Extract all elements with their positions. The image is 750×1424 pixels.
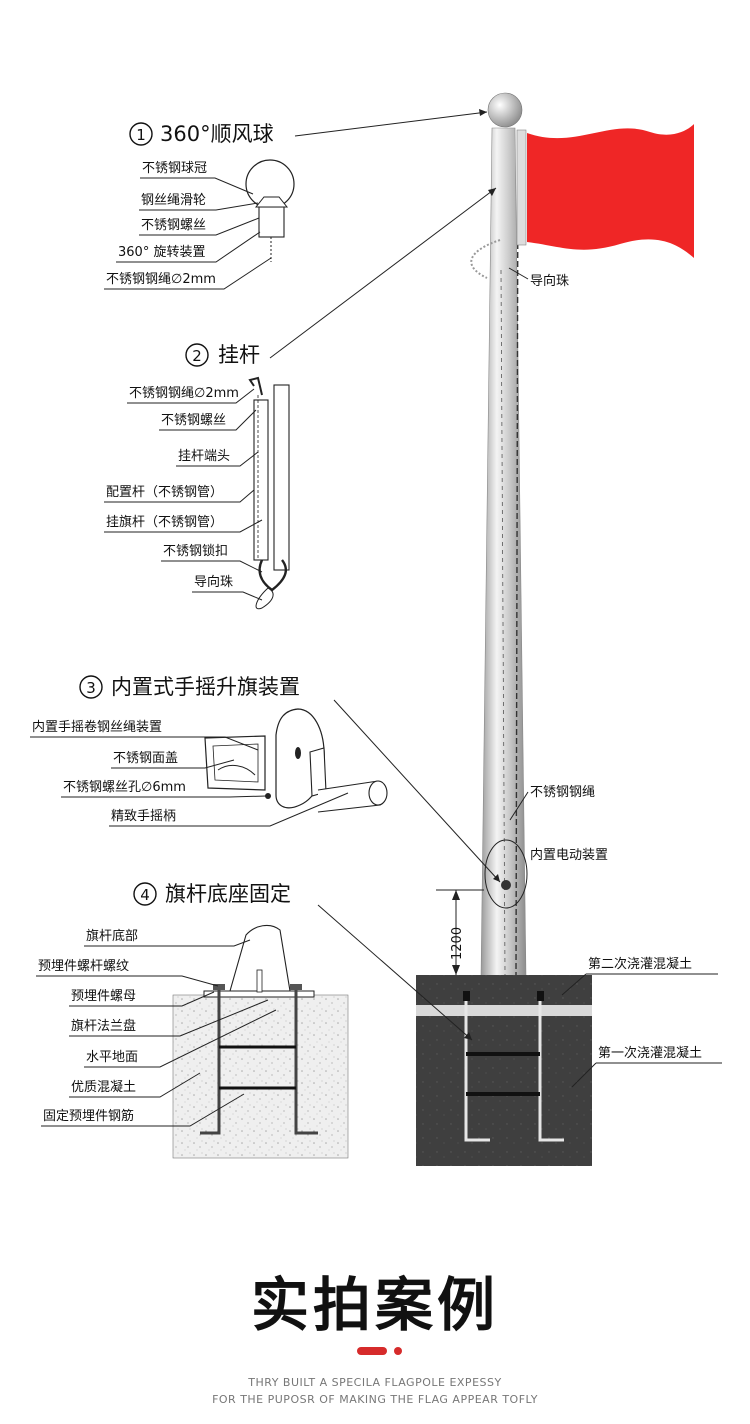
label-guide-ball-top: 导向珠	[530, 273, 569, 289]
label-screw-hole: 不锈钢螺丝孔∅6mm	[63, 780, 186, 795]
section-2-number: 2	[192, 347, 202, 365]
section-1-number: 1	[136, 126, 146, 144]
section-4-number: 4	[140, 886, 150, 904]
footer-title: 实拍案例	[250, 1271, 499, 1339]
label-ball-cap: 不锈钢球冠	[142, 161, 207, 176]
dimension-1200-label: 1200	[450, 927, 465, 960]
label-lock: 不锈钢锁扣	[163, 543, 228, 559]
section-2-badge	[185, 343, 209, 367]
label-rebar: 固定预埋件钢筋	[43, 1108, 134, 1124]
label-rod-config: 配置杆（不锈钢管）	[106, 485, 223, 500]
concrete-block-drawing	[172, 994, 349, 1159]
label-rotate: 360° 旋转装置	[118, 245, 205, 260]
label-screw-2: 不锈钢螺丝	[161, 413, 226, 428]
section-1-badge	[129, 122, 153, 146]
label-rod-end: 挂杆端头	[178, 449, 230, 464]
rod-config-drawing	[273, 384, 290, 571]
label-flange: 旗杆法兰盘	[71, 1018, 136, 1034]
label-motor: 内置电动装置	[530, 847, 608, 863]
motor-device-icon	[501, 880, 511, 890]
section-1-title: 360°顺风球	[160, 122, 274, 146]
red-flag	[516, 124, 694, 258]
label-pole-rope: 不锈钢钢绳	[530, 785, 595, 800]
section-3-badge	[79, 675, 103, 699]
section-1: 1 360°顺风球 不锈钢球冠 钢丝绳滑轮 不锈钢螺丝 360° 旋转装置 不锈…	[104, 109, 488, 290]
label-pole-base: 旗杆底部	[86, 928, 138, 944]
section-4-title: 旗杆底座固定	[165, 882, 291, 906]
label-pour-1: 第一次浇灌混凝土	[598, 1045, 702, 1061]
label-screw-1: 不锈钢螺丝	[141, 218, 206, 233]
footer-section: 实拍案例 THRY BUILT A SPECILA FLAGPOLE EXPES…	[0, 1210, 750, 1424]
footer-accent-bar	[357, 1347, 387, 1355]
label-rope-1: 不锈钢钢绳∅2mm	[106, 272, 216, 287]
footer-accent-dot	[394, 1347, 402, 1355]
section-3: 3 内置式手摇升旗装置 内置手摇卷钢丝绳装置 不锈钢面盖 不锈钢螺丝孔∅6mm …	[30, 675, 501, 883]
footer-subtitle-2: FOR THE PUPOSR OF MAKING THE FLAG APPEAR…	[212, 1393, 538, 1406]
label-guide-ball: 导向珠	[194, 574, 233, 590]
section-2-title: 挂杆	[218, 343, 260, 367]
pole-top-ball	[487, 92, 523, 128]
label-cover: 不锈钢面盖	[113, 751, 178, 766]
footer-subtitle-1: THRY BUILT A SPECILA FLAGPOLE EXPESSY	[248, 1376, 502, 1389]
winch-box-drawing	[204, 735, 266, 791]
section-4: 4 旗杆底座固定 旗杆底部 预埋件螺杆螺纹 预埋件螺母 旗杆法兰盘 水平地面 优…	[36, 882, 473, 1159]
label-pulley: 钢丝绳滑轮	[141, 193, 206, 208]
section-2: 2 挂杆 不锈钢钢绳∅2mm 不锈钢螺丝 挂杆端头 配置杆（不锈钢管） 挂旗杆（…	[104, 187, 497, 610]
label-crank: 精致手摇柄	[111, 809, 176, 824]
motor-device-outline	[484, 839, 528, 909]
rod-flag-drawing	[253, 399, 269, 561]
label-ground: 水平地面	[86, 1050, 138, 1065]
label-pour-2: 第二次浇灌混凝土	[588, 956, 692, 972]
section-4-badge	[133, 882, 157, 906]
label-bolt-nut: 预埋件螺母	[71, 989, 136, 1004]
label-rod-flag: 挂旗杆（不锈钢管）	[106, 514, 223, 530]
section-3-number: 3	[86, 679, 96, 697]
section-3-title: 内置式手摇升旗装置	[111, 675, 300, 699]
label-concrete: 优质混凝土	[71, 1079, 136, 1095]
label-winch-box: 内置手摇卷钢丝绳装置	[32, 719, 162, 735]
flagpole-diagram: 1200 1 360°顺风球 不锈钢球冠 钢丝绳滑轮 不锈钢螺丝 360° 旋转…	[30, 92, 722, 1166]
label-bolt-thread: 预埋件螺杆螺纹	[38, 959, 129, 974]
foundation-section	[416, 889, 592, 1166]
label-rope-2: 不锈钢钢绳∅2mm	[129, 386, 239, 401]
